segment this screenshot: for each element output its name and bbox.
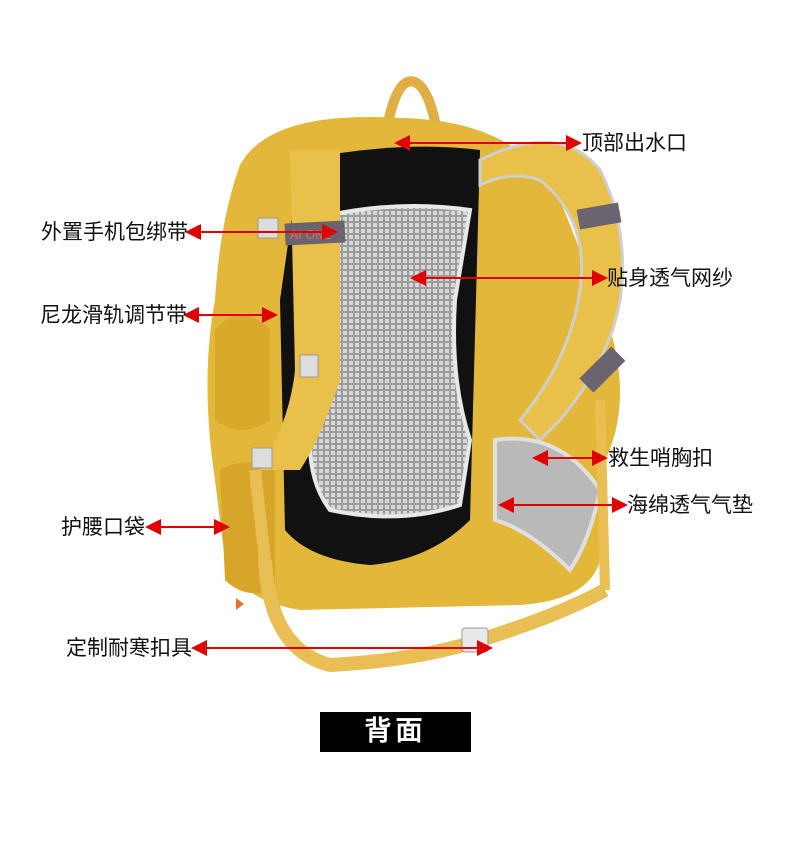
right-lower-strap xyxy=(595,399,610,591)
strap-slider xyxy=(251,447,273,469)
callout-mesh: 贴身透气网纱 xyxy=(607,266,733,290)
hip-belt xyxy=(258,559,609,673)
callout-arrows xyxy=(145,135,628,656)
callout-sponge-pad: 海绵透气气垫 xyxy=(627,493,753,517)
strap-slider xyxy=(299,354,319,378)
brand-logo-left: AI ONE xyxy=(290,228,332,242)
strap-slider xyxy=(257,217,279,239)
logo-band-right xyxy=(576,202,622,230)
callout-phone-strap: 外置手机包绑带 xyxy=(41,220,188,244)
view-label: 背面 xyxy=(320,712,471,752)
callout-whistle-buckle: 救生哨胸扣 xyxy=(608,446,713,470)
side-pocket xyxy=(215,315,270,430)
left-lower-strap xyxy=(249,469,271,561)
callout-buckle: 定制耐寒扣具 xyxy=(66,636,192,660)
callout-nylon-strap: 尼龙滑轨调节带 xyxy=(40,303,187,327)
callout-top-outlet: 顶部出水口 xyxy=(582,131,687,155)
top-handle xyxy=(380,76,445,151)
zipper-pull xyxy=(236,598,244,610)
logo-band-right-lower xyxy=(579,346,626,393)
callout-waist-pocket: 护腰口袋 xyxy=(61,515,145,539)
